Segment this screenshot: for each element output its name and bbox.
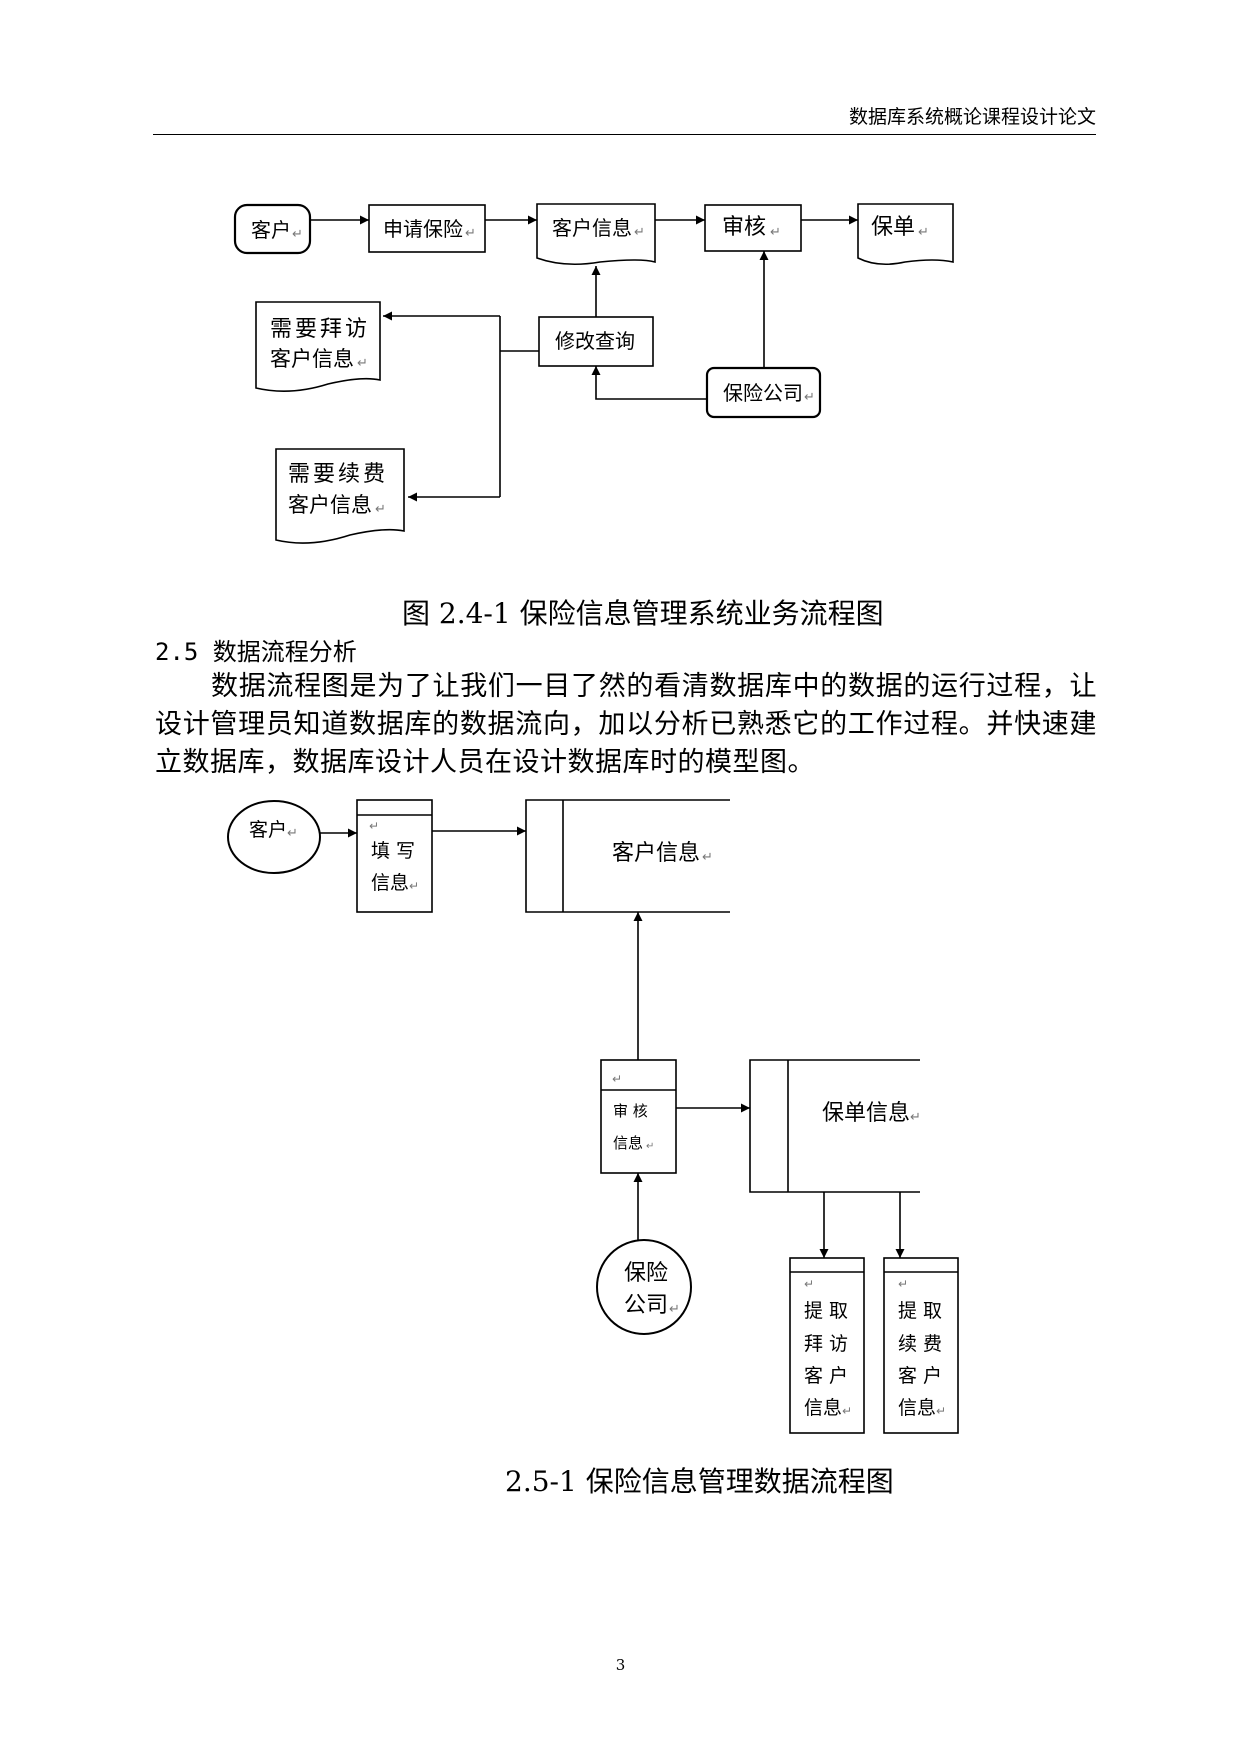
- fig2-policy-store: [749, 1059, 920, 1193]
- figure1-labels: 客户 ↵ 申请保险 ↵ 客户信息 ↵ 审核 ↵ 保单 ↵ 修改查询 保险公司 ↵…: [251, 215, 929, 517]
- fig2-return-mark: ↵: [287, 826, 298, 841]
- section-paragraph: 数据流程图是为了让我们一目了然的看清数据库中的数据的运行过程，让设计管理员知道数…: [155, 671, 1097, 778]
- fig1-return-mark: ↵: [918, 225, 929, 240]
- figure2-caption: 2.5-1 保险信息管理数据流程图: [505, 1465, 894, 1498]
- fig1-modify-label: 修改查询: [555, 329, 635, 353]
- figure2-data-flow: [227, 799, 959, 1434]
- section-heading: 2.5 数据流程分析: [155, 638, 357, 666]
- fig2-customer-ellipse: [227, 800, 321, 874]
- fig2-return-mark: ↵: [936, 1404, 946, 1418]
- figure1-business-flow: [233, 203, 954, 544]
- fig1-customer-label: 客户: [251, 218, 291, 242]
- fig2-fill-line1: 填 写: [371, 840, 415, 862]
- fig2-return-mark: ↵: [612, 1072, 622, 1086]
- fig2-customer-label: 客户: [249, 819, 287, 841]
- fig2-review-line2: 信息: [613, 1134, 643, 1152]
- fig2-fill-process: [356, 799, 433, 913]
- fig1-apply-box: [368, 204, 486, 253]
- fig2-visit-line2: 拜 访: [804, 1333, 848, 1355]
- fig1-return-mark: ↵: [357, 356, 368, 371]
- fig1-review-label: 审核: [722, 215, 766, 240]
- fig2-return-mark: ↵: [842, 1404, 852, 1418]
- figure2-labels: 客户 ↵ ↵ 填 写 信息 ↵ 客户信息 ↵ ↵ 审 核 信息 ↵ 保单信息 ↵…: [249, 819, 946, 1419]
- fig2-visit-line4: 信息: [804, 1397, 842, 1419]
- fig2-visit-line1: 提 取: [804, 1300, 848, 1322]
- fig2-return-mark: ↵: [669, 1302, 680, 1317]
- fig2-review-process: [600, 1059, 677, 1174]
- fig2-renew-line1: 提 取: [898, 1300, 942, 1322]
- fig2-renew-line2: 续 费: [898, 1333, 942, 1355]
- fig1-renew-line2: 客户信息: [288, 493, 372, 517]
- fig1-return-mark: ↵: [634, 225, 645, 240]
- fig2-return-mark: ↵: [646, 1141, 654, 1152]
- fig2-return-mark: ↵: [898, 1277, 908, 1291]
- figure1-caption: 图 2.4-1 保险信息管理系统业务流程图: [402, 597, 884, 630]
- fig1-review-box: [704, 204, 802, 252]
- fig1-return-mark: ↵: [770, 225, 781, 240]
- fig1-apply-label: 申请保险: [383, 217, 463, 241]
- header-rule: [153, 134, 1096, 135]
- fig1-customer-info-doc: [536, 203, 656, 266]
- fig1-return-mark: ↵: [292, 227, 303, 242]
- fig1-visit-line1: 需要拜访: [270, 317, 370, 342]
- fig1-arrow-company-modify: [591, 366, 707, 400]
- fig2-return-mark: ↵: [409, 879, 419, 893]
- fig2-return-mark: ↵: [702, 850, 713, 865]
- running-header: 数据库系统概论课程设计论文: [848, 106, 1096, 128]
- fig1-customer-box: [233, 203, 312, 255]
- fig2-visit-process: [789, 1257, 865, 1434]
- fig2-customer-store-label: 客户信息: [612, 841, 700, 866]
- fig1-renew-line1: 需要续费: [288, 462, 388, 487]
- fig1-return-mark: ↵: [465, 226, 476, 241]
- fig1-return-mark: ↵: [375, 502, 386, 517]
- fig2-company-line2: 公司: [624, 1293, 668, 1318]
- fig2-policy-store-label: 保单信息: [822, 1101, 910, 1126]
- fig2-review-line1: 审 核: [613, 1102, 648, 1120]
- fig2-company-line1: 保险: [624, 1261, 668, 1286]
- fig1-renew-doc: [275, 448, 405, 544]
- fig2-renew-line3: 客 户: [898, 1365, 942, 1387]
- fig2-customer-store: [525, 799, 730, 913]
- fig1-return-mark: ↵: [804, 390, 815, 405]
- fig2-return-mark: ↵: [369, 819, 379, 833]
- fig1-visit-doc: [255, 301, 381, 392]
- fig2-renew-process: [883, 1257, 959, 1434]
- fig1-policy-doc: [857, 203, 954, 266]
- fig1-company-label: 保险公司: [723, 381, 803, 405]
- fig2-company-circle: [596, 1239, 692, 1335]
- fig2-visit-line3: 客 户: [804, 1365, 848, 1387]
- fig1-policy-label: 保单: [871, 215, 915, 240]
- fig2-return-mark: ↵: [910, 1110, 921, 1125]
- page-number: 3: [615, 1656, 626, 1674]
- fig2-return-mark: ↵: [804, 1277, 814, 1291]
- fig1-customer-info-label: 客户信息: [552, 216, 632, 240]
- fig2-fill-line2: 信息: [371, 872, 409, 894]
- fig1-visit-line2: 客户信息: [270, 347, 354, 371]
- fig2-renew-line4: 信息: [898, 1397, 936, 1419]
